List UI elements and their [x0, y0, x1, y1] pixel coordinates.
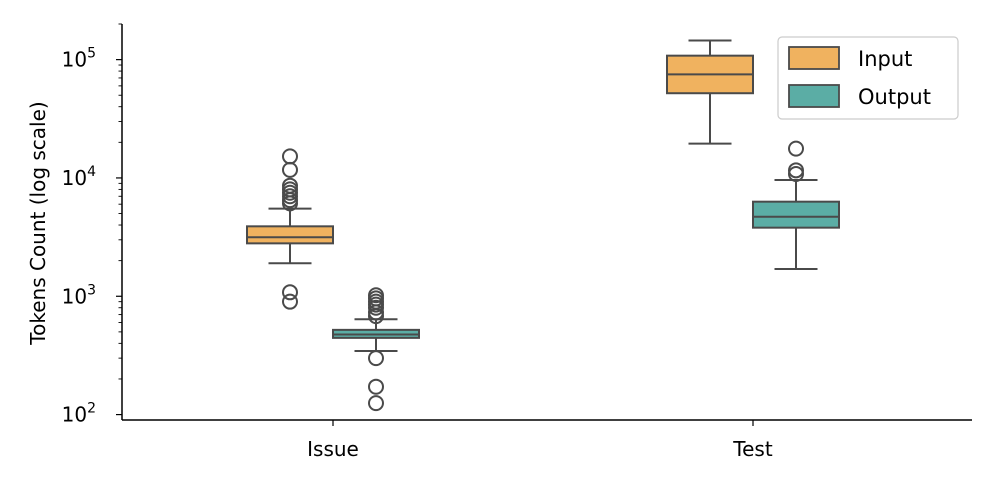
outlier-point: [282, 293, 298, 310]
y-tick-base: 10: [62, 166, 87, 190]
x-ticks: Issue Test: [307, 420, 773, 461]
y-tick-label: 103: [62, 282, 96, 308]
outlier-point: [282, 284, 298, 301]
outlier-point: [282, 161, 298, 178]
legend-swatch: [788, 84, 840, 108]
y-tick-exponent: 3: [87, 282, 96, 298]
legend-swatch: [788, 46, 840, 70]
y-tick-base: 10: [62, 403, 87, 427]
y-tick-label: 105: [62, 46, 96, 72]
legend-label: Output: [858, 85, 931, 109]
y-tick-label: 102: [62, 401, 96, 427]
iqr-box: [752, 200, 840, 229]
y-tick-exponent: 4: [87, 164, 96, 180]
x-tick-label: Issue: [307, 437, 359, 461]
outlier-point: [368, 287, 384, 304]
plot-area: [246, 39, 840, 412]
y-axis-title: Tokens Count (log scale): [26, 101, 50, 345]
outlier-point: [788, 162, 804, 179]
outlier-point: [368, 350, 384, 367]
y-tick-base: 10: [62, 284, 87, 308]
outlier-point: [788, 140, 804, 157]
legend-label: Input: [858, 47, 912, 71]
y-tick-exponent: 5: [87, 46, 96, 62]
y-tick-label: 104: [62, 164, 96, 190]
y-tick-base: 10: [62, 48, 87, 72]
outlier-point: [368, 395, 384, 412]
x-tick-label: Test: [732, 437, 773, 461]
outlier-point: [282, 177, 298, 194]
iqr-box: [246, 225, 334, 245]
outlier-point: [282, 148, 298, 165]
outlier-point: [368, 378, 384, 395]
y-tick-exponent: 2: [87, 401, 96, 417]
